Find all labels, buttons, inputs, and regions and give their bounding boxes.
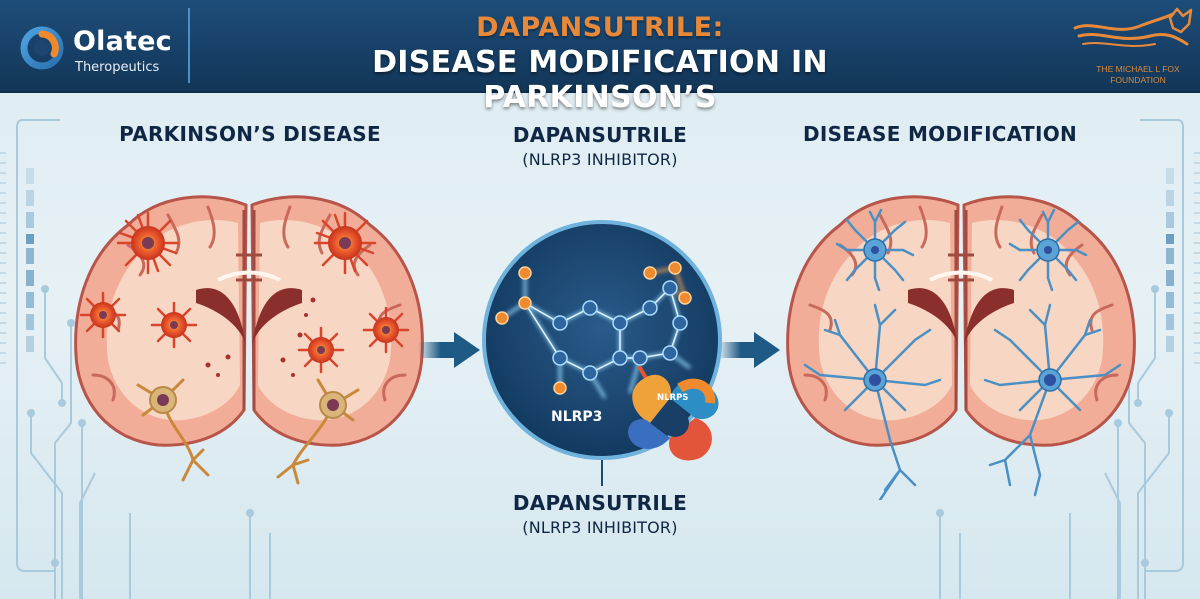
fox-text-line2: FOUNDATION bbox=[1110, 75, 1166, 85]
fox-logo-icon bbox=[1073, 7, 1193, 47]
arrow-right-icon bbox=[718, 332, 780, 368]
nlrps-protein-label: NLRPS bbox=[657, 393, 689, 403]
inflamed-brain-icon bbox=[74, 195, 424, 485]
michael-j-fox-logo: THE MICHAEL L FOX FOUNDATION bbox=[1060, 6, 1193, 86]
olatec-ring-logo-icon bbox=[20, 26, 64, 70]
molecule-inhibiting-nlrp3-icon bbox=[482, 220, 722, 461]
page-title-main: DISEASE MODIFICATION IN PARKINSON’S bbox=[372, 45, 828, 115]
fox-text-line1: THE MICHAEL L FOX bbox=[1096, 64, 1180, 74]
olatec-name: Olatec bbox=[73, 26, 172, 57]
panel-title-dapansutrile: DAPANSUTRILE bbox=[512, 123, 688, 147]
panel-title-disease-modification: DISEASE MODIFICATION bbox=[802, 122, 1078, 146]
bottom-title-dapansutrile: DAPANSUTRILE bbox=[512, 491, 688, 515]
olatec-subtitle: Theropeutics bbox=[75, 60, 160, 75]
connector-line bbox=[601, 460, 603, 486]
fox-foundation-text: THE MICHAEL L FOX FOUNDATION bbox=[1068, 64, 1200, 86]
page-title-drug: DAPANSUTRILE: bbox=[476, 12, 724, 43]
bottom-subtitle-inhibitor: (NLRP3 INHIBITOR) bbox=[522, 518, 678, 537]
nlrp3-label: NLRP3 bbox=[551, 409, 603, 425]
panel-subtitle-inhibitor: (NLRP3 INHIBITOR) bbox=[522, 150, 678, 169]
panel-title-parkinsons: PARKINSON’S DISEASE bbox=[119, 122, 381, 146]
header-banner: Olatec Theropeutics DAPANSUTRILE: DISEAS… bbox=[0, 0, 1200, 115]
header-divider bbox=[188, 8, 190, 83]
arrow-right-icon bbox=[418, 332, 480, 368]
olatec-logo: Olatec Theropeutics bbox=[18, 18, 208, 78]
healthy-brain-icon bbox=[786, 195, 1136, 500]
